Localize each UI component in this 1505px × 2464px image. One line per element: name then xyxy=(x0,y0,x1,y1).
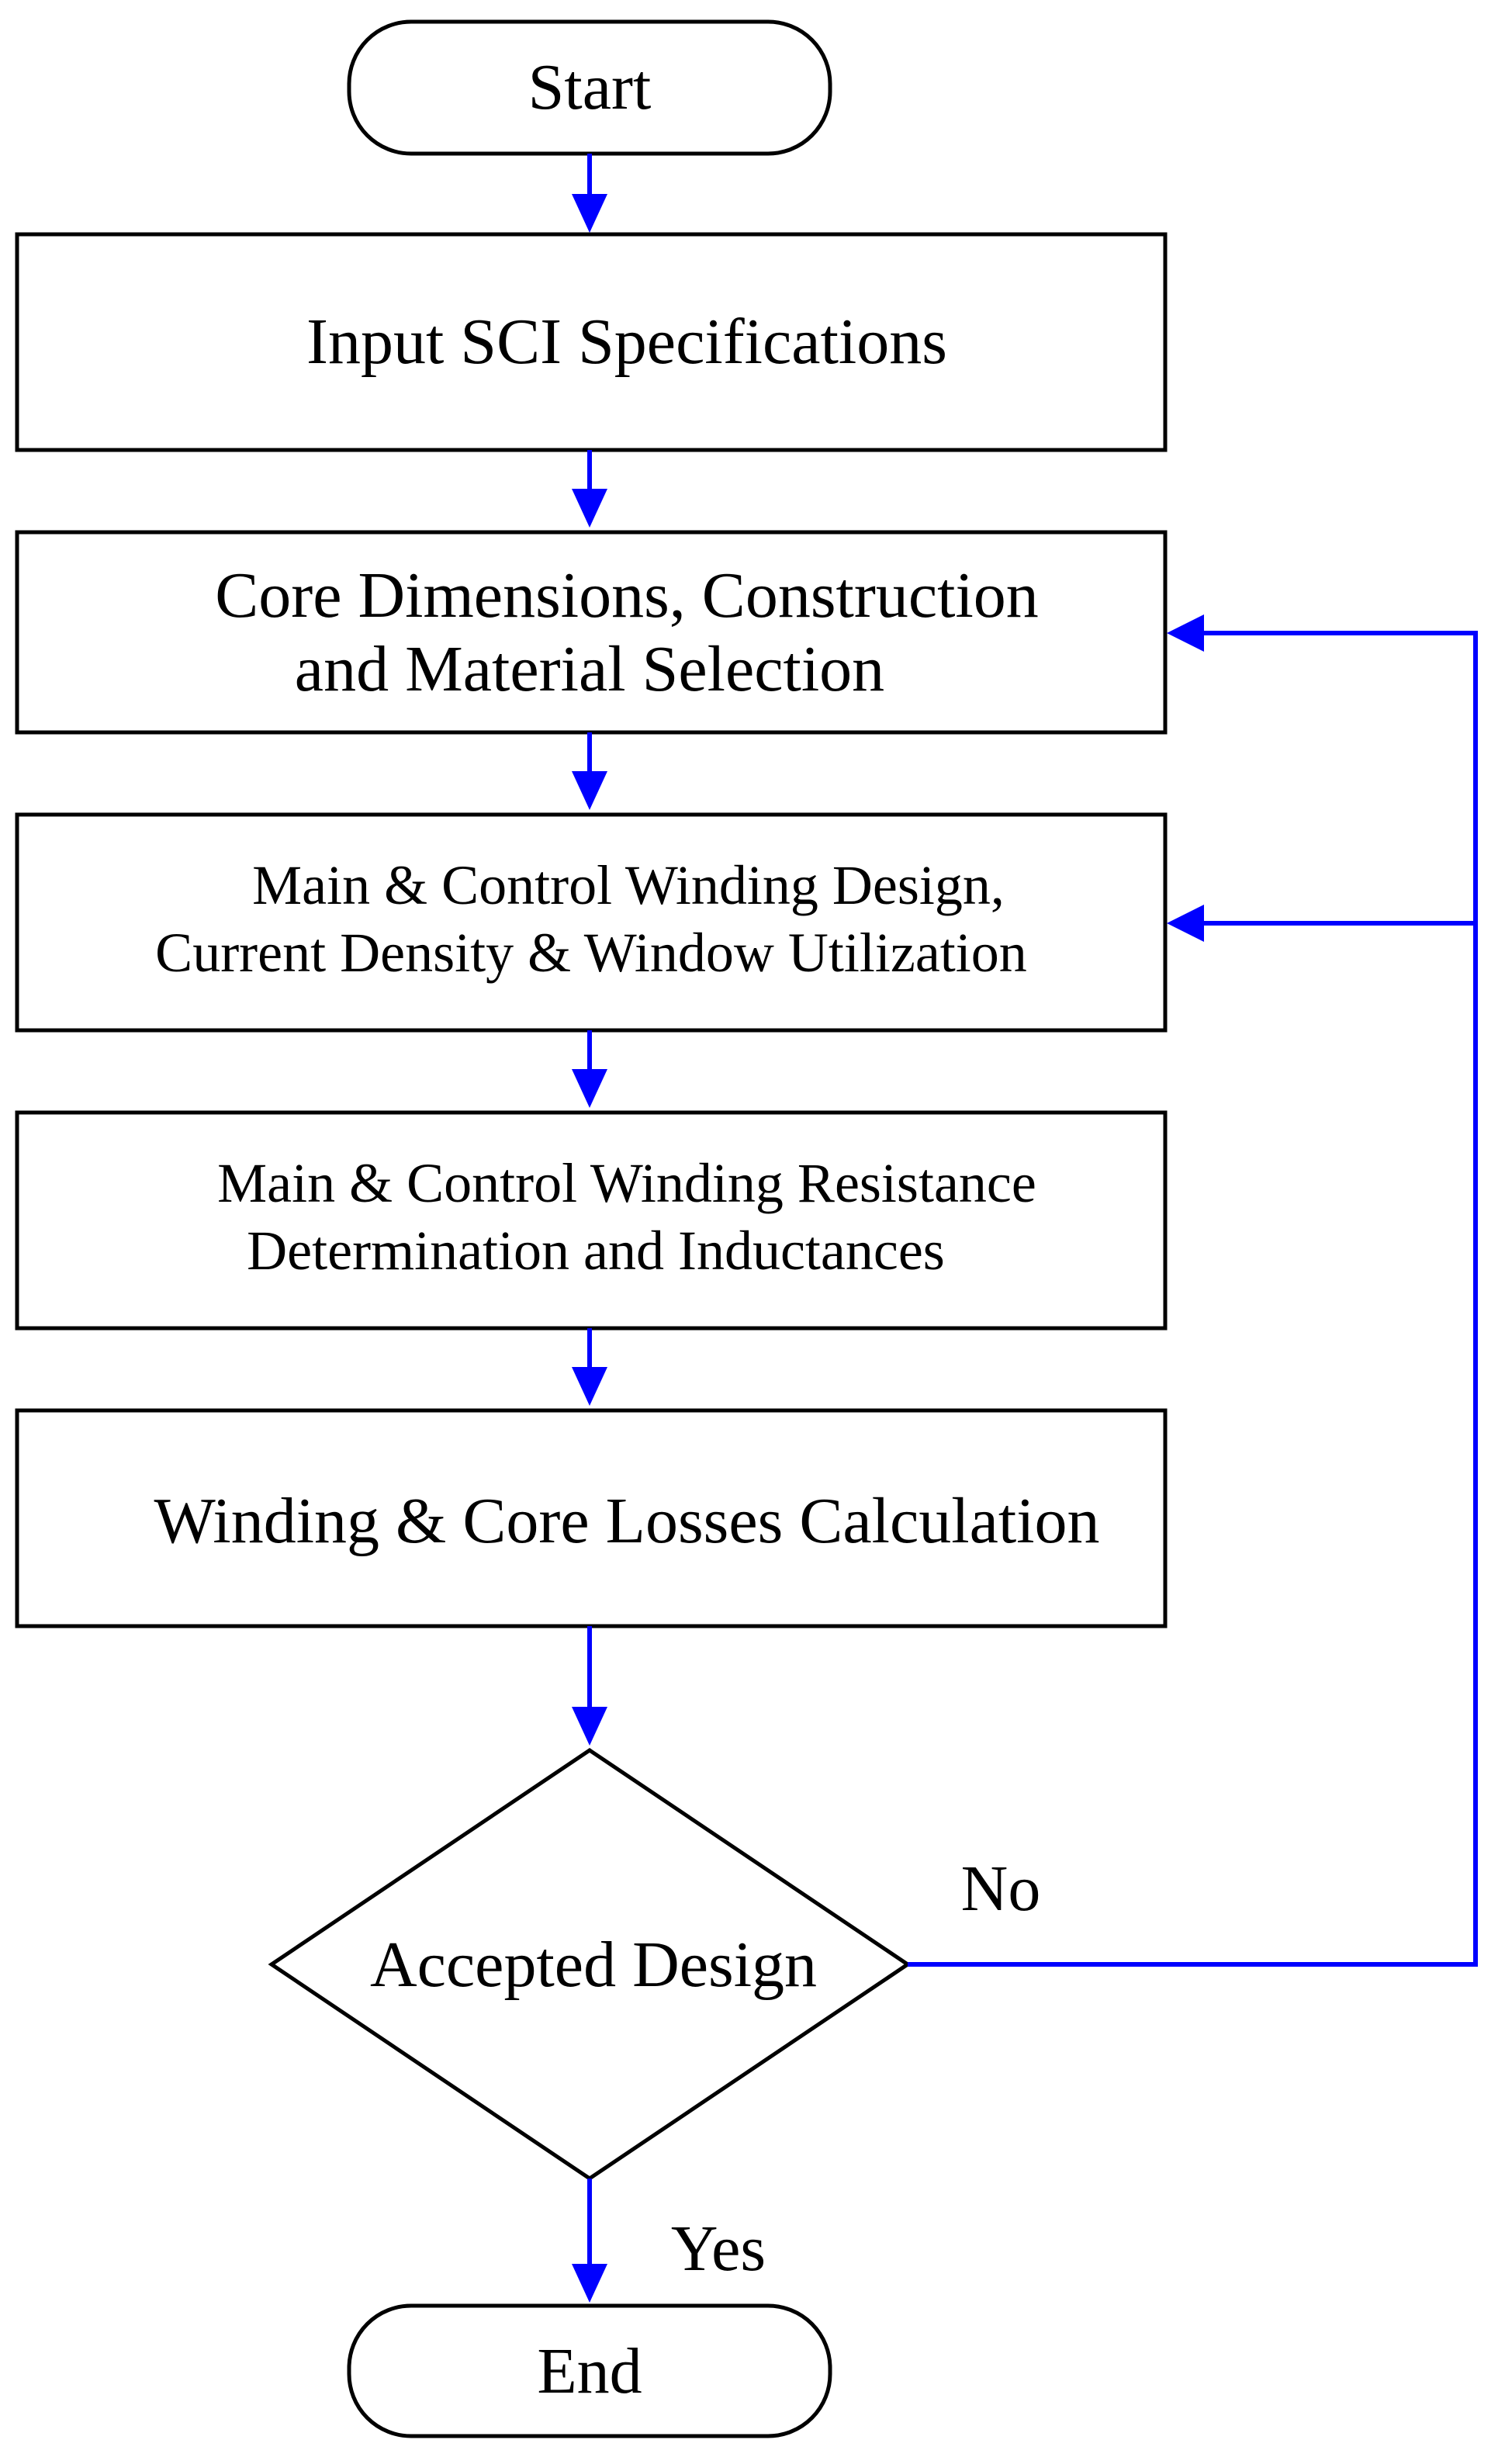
step-core-dimensions-line-1: Core Dimensions, Construction xyxy=(215,559,1039,632)
step-winding-design xyxy=(15,812,1168,1033)
step-losses-calculation-label: Winding & Core Losses Calculation xyxy=(154,1485,1099,1557)
step-input-specifications-label: Input SCI Specifications xyxy=(306,306,947,378)
arrowhead-resistance-to-losses xyxy=(572,1367,607,1406)
yes-label: Yes xyxy=(671,2213,766,2285)
arrowhead-core-to-winding-design xyxy=(572,771,607,810)
step-winding-design-line-2: Current Density & Window Utilization xyxy=(155,922,1027,984)
arrowhead-winding-design-to-resistance xyxy=(572,1069,607,1108)
no-label: No xyxy=(961,1853,1041,1925)
arrowhead-losses-to-decision xyxy=(572,1707,607,1746)
step-resistance-inductances-line-2: Determination and Inductances xyxy=(247,1220,945,1282)
step-resistance-inductances xyxy=(15,1110,1168,1331)
decision-accepted-design-label: Accepted Design xyxy=(370,1929,817,2001)
arrowhead-start-to-input xyxy=(572,194,607,233)
step-input-specifications xyxy=(15,232,1168,452)
step-core-dimensions-line-2: and Material Selection xyxy=(295,633,884,705)
arrowhead-feedback-to-winding-design xyxy=(1167,905,1204,942)
arrowhead-feedback-to-core xyxy=(1167,614,1204,652)
step-losses-calculation xyxy=(15,1408,1168,1628)
arrowhead-input-to-core xyxy=(572,489,607,528)
no-feedback-line xyxy=(908,631,1478,1967)
step-winding-design-line-1: Main & Control Winding Design, xyxy=(252,854,1005,916)
arrowhead-decision-to-end xyxy=(572,2264,607,2303)
end-terminator xyxy=(347,2303,832,2438)
end-label: End xyxy=(537,2335,642,2407)
start-label: Start xyxy=(528,51,652,123)
step-resistance-inductances-line-1: Main & Control Winding Resistance xyxy=(217,1152,1036,1214)
